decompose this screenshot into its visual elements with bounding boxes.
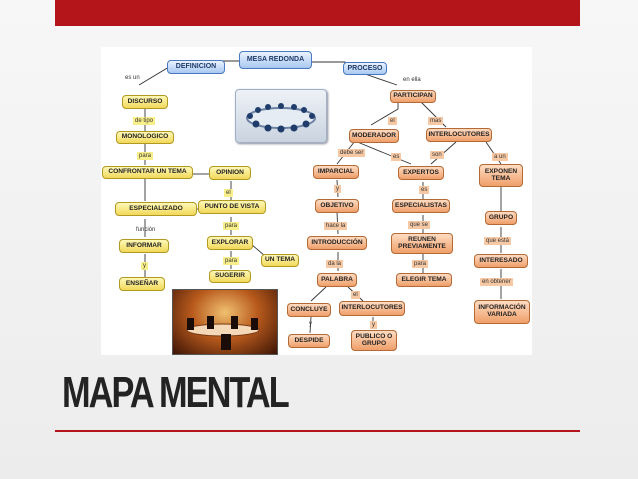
link-label: son [430, 151, 444, 159]
node-moderador: MODERADOR [349, 129, 399, 143]
link-label: es [419, 186, 429, 194]
link-label: debe ser [338, 149, 365, 157]
node-monologico: MONOLOGICO [116, 131, 174, 144]
node-mesa-redonda: MESA REDONDA [239, 51, 312, 69]
link-label: en ella [401, 76, 423, 84]
node-opinion: OPINION [209, 166, 251, 180]
node-palabra: PALABRA [317, 273, 357, 287]
node-confrontar: CONFRONTAR UN TEMA [102, 166, 193, 179]
node-participan: PARTICIPAN [390, 90, 436, 103]
node-discurso: DISCURSO [122, 95, 168, 109]
node-introduccion: INTRODUCCIÓN [307, 236, 367, 250]
round-table-image [235, 89, 327, 143]
node-un-tema: UN TEMA [261, 254, 299, 267]
node-informacion-variada: INFORMACIÓN VARIADA [474, 300, 530, 324]
link-label: el [351, 291, 360, 299]
node-interlocutores: INTERLOCUTORES [426, 128, 492, 142]
top-accent-bar [55, 0, 580, 26]
node-concluye: CONCLUYE [287, 303, 331, 317]
node-punto-vista: PUNTO DE VISTA [198, 200, 266, 214]
link-label: y [141, 262, 148, 270]
link-label: de tipo [133, 117, 155, 125]
link-label: función [134, 226, 157, 234]
link-label: y [334, 185, 341, 193]
node-informar: INFORMAR [119, 239, 169, 253]
slide-title: MAPA MENTAL [62, 369, 288, 417]
link-label: hace la [324, 222, 347, 230]
link-label: que se [408, 221, 430, 229]
link-label: a un [492, 153, 508, 161]
link-label: para [223, 257, 239, 265]
link-label: es un [123, 74, 142, 82]
node-especialistas: ESPECIALISTAS [392, 199, 450, 213]
node-proceso: PROCESO [343, 62, 387, 75]
node-expertos: EXPERTOS [398, 166, 444, 180]
node-reunen-previamente: REUNEN PREVIAMENTE [391, 233, 453, 254]
concept-map: es un de tipo para el función para y par… [101, 47, 532, 355]
link-label: y [370, 321, 377, 329]
link-label: es [391, 153, 401, 161]
node-explorar: EXPLORAR [207, 236, 253, 250]
link-label: y [307, 320, 314, 328]
link-label: para [223, 222, 239, 230]
node-elegir-tema: ELEGIR TEMA [396, 273, 452, 287]
node-imparcial: IMPARCIAL [313, 165, 359, 179]
panel-discussion-photo [172, 289, 278, 355]
link-label: el [224, 189, 233, 197]
node-objetivo: OBJETIVO [315, 199, 359, 213]
link-label: que está [484, 237, 511, 245]
node-interesado: INTERESADO [474, 254, 528, 268]
node-interlocutores-2: INTERLOCUTORES [339, 301, 405, 316]
node-publico-grupo: PUBLICO O GRUPO [351, 330, 397, 351]
link-label: para [412, 260, 428, 268]
link-label: el [388, 117, 397, 125]
title-underline [55, 430, 580, 432]
node-sugerir: SUGERIR [209, 270, 251, 283]
node-especializado: ESPECIALIZADO [115, 202, 197, 216]
link-label: en obtener [480, 278, 513, 286]
link-label: para [137, 152, 153, 160]
node-grupo: GRUPO [485, 211, 517, 225]
node-despide: DESPIDE [288, 334, 330, 348]
node-ensenar: ENSEÑAR [119, 277, 165, 291]
link-label: mas [428, 117, 443, 125]
node-exponen-tema: EXPONEN TEMA [479, 164, 523, 187]
node-definicion: DEFINICION [167, 60, 225, 74]
link-label: da la [326, 260, 343, 268]
